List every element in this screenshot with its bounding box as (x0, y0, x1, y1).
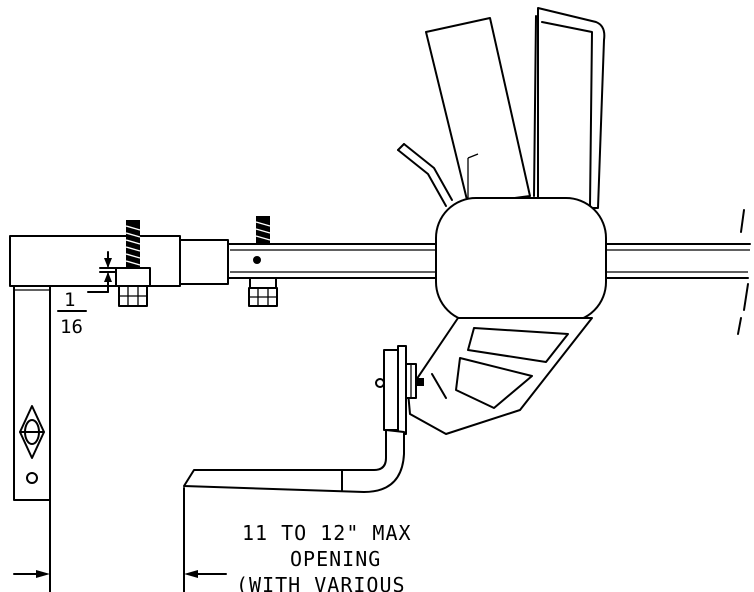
diamond-clamp-icon (19, 405, 45, 484)
bolt-middle (248, 216, 278, 307)
hole-dot (253, 256, 261, 264)
lower-gusset (407, 317, 593, 435)
opening-dimension (13, 487, 227, 592)
horizontal-tube (227, 243, 751, 279)
upper-arms (397, 7, 606, 209)
note-line-3: (WITH VARIOUS (236, 573, 406, 592)
left-bracket (9, 235, 181, 501)
mounting-plate (375, 345, 424, 435)
break-lines (737, 209, 749, 335)
sleeve (179, 239, 229, 285)
gap-dimension (87, 251, 117, 293)
fraction-numerator: 1 (64, 289, 75, 311)
fraction-denominator: 16 (60, 316, 83, 338)
note-line-1: 11 TO 12" MAX (242, 521, 412, 545)
bolt-left (115, 220, 151, 307)
central-hub (435, 197, 607, 323)
shank-foot (183, 429, 405, 493)
note-line-2: OPENING (290, 547, 381, 571)
